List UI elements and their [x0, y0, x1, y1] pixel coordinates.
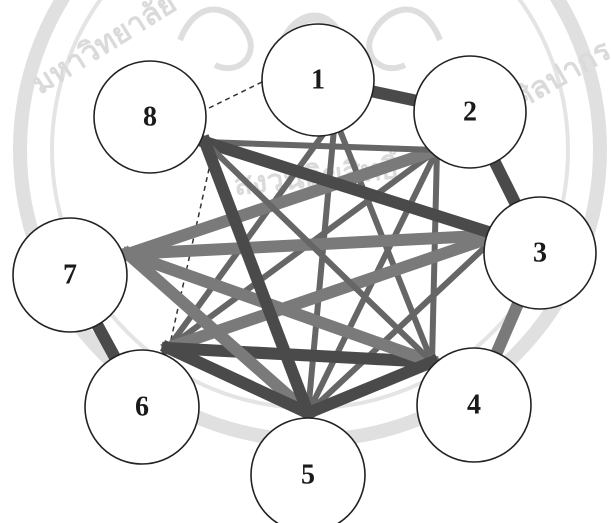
- watermark-ornament-left: [180, 10, 251, 69]
- edge-2-3: [495, 162, 515, 203]
- node-label-7: 7: [63, 260, 77, 291]
- node-label-8: 8: [143, 102, 157, 133]
- node-4: 4: [417, 348, 531, 462]
- nodes-group: 1 2 3 4 5 6 7 8: [13, 24, 596, 523]
- edge-3-4: [497, 304, 518, 352]
- node-label-4: 4: [467, 390, 481, 421]
- node-2: 2: [414, 56, 526, 168]
- node-label-1: 1: [311, 65, 325, 96]
- edge-1-8: [205, 82, 262, 110]
- node-label-6: 6: [135, 392, 149, 423]
- node-5: 5: [251, 418, 365, 523]
- node-3: 3: [484, 197, 596, 309]
- node-1: 1: [262, 24, 374, 136]
- watermark-ornament-right: [369, 10, 440, 69]
- edge-1-2: [373, 92, 415, 101]
- node-6: 6: [85, 350, 199, 464]
- node-8: 8: [94, 61, 206, 173]
- node-label-2: 2: [463, 97, 477, 128]
- node-7: 7: [13, 218, 127, 332]
- node-label-5: 5: [301, 460, 315, 491]
- node-label-3: 3: [533, 238, 547, 269]
